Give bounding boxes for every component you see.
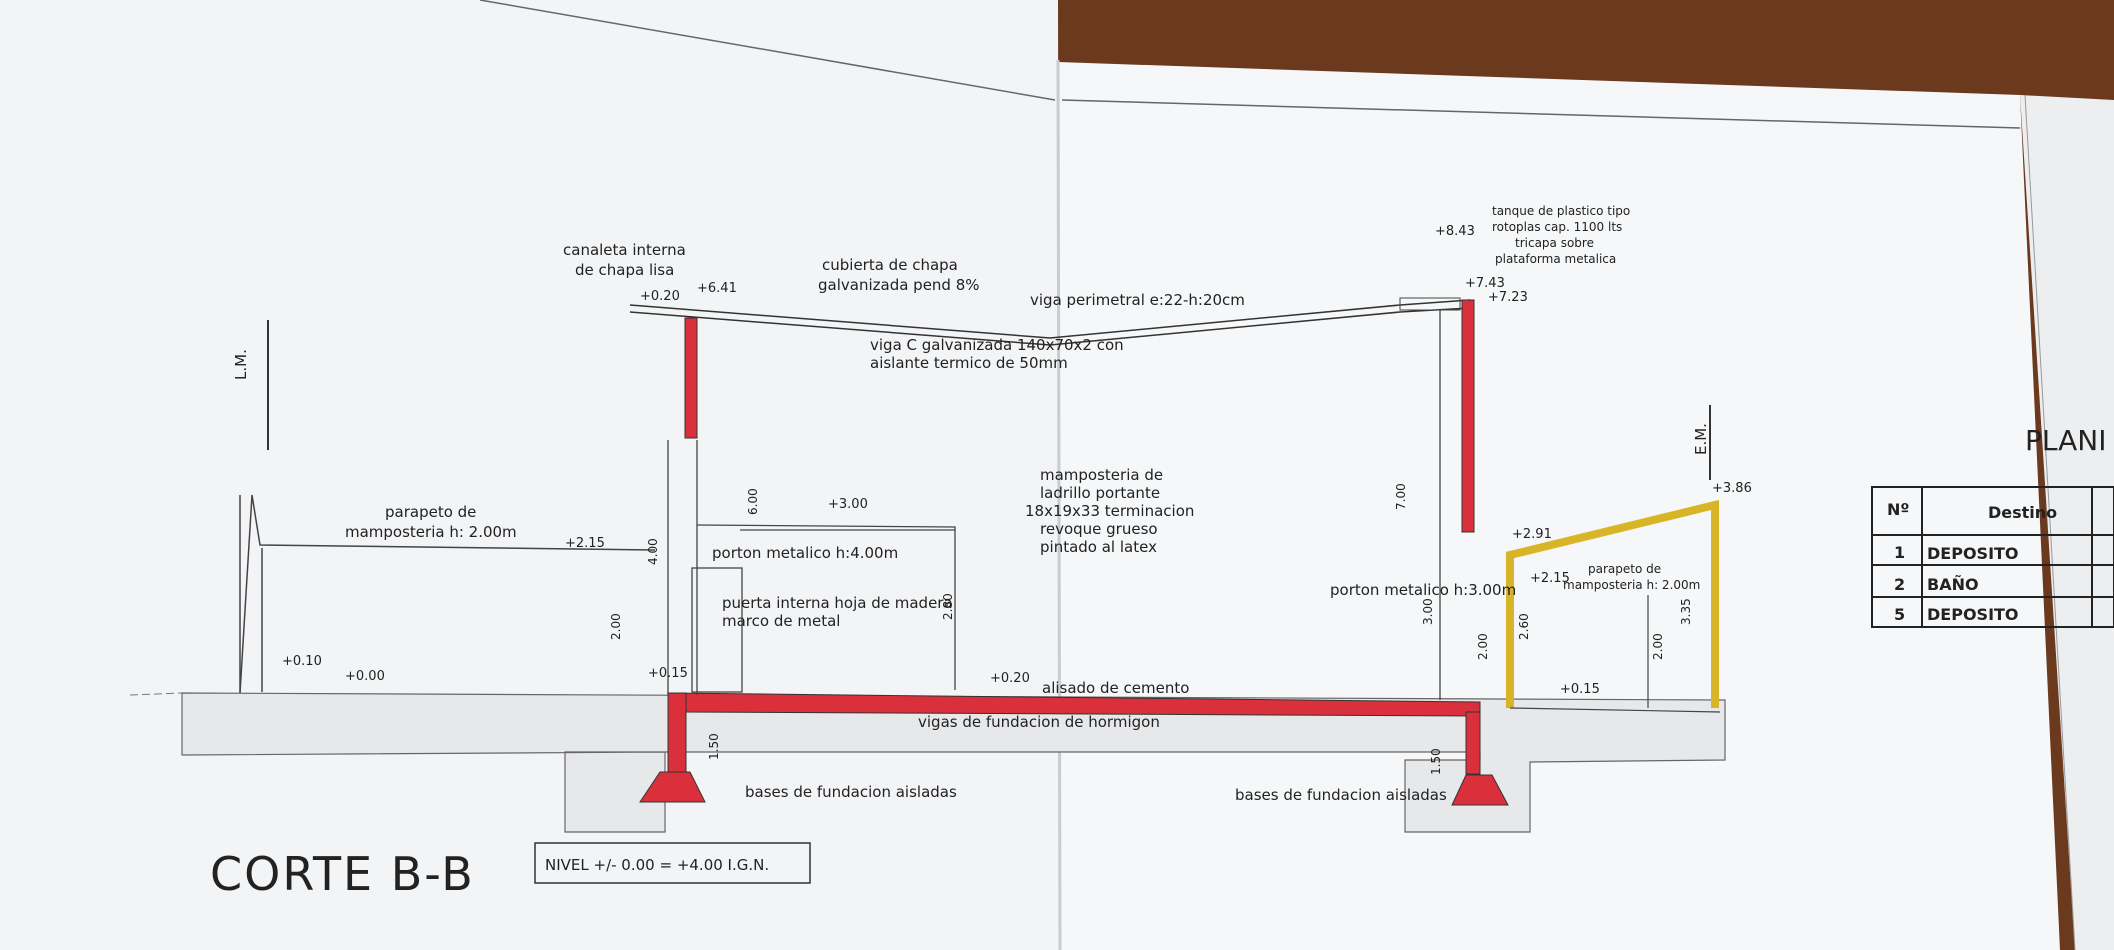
page-border-right bbox=[1061, 99, 2021, 129]
right-footing bbox=[1451, 774, 1509, 806]
rooms-table bbox=[1871, 486, 2114, 628]
level-743: +7.43 bbox=[1465, 276, 1505, 291]
dim-200a: 2.00 bbox=[609, 613, 623, 640]
annex-structure bbox=[1506, 499, 1719, 708]
annex-floor bbox=[1509, 707, 1721, 713]
table-row-1-dest: DEPOSITO bbox=[1927, 544, 2019, 563]
table-header-num: Nº bbox=[1887, 500, 1909, 519]
far-right-page bbox=[2020, 95, 2114, 950]
bases-right-label: bases de fundacion aisladas bbox=[1235, 786, 1447, 804]
level-015: +0.15 bbox=[648, 666, 688, 681]
level-020b: +0.20 bbox=[990, 671, 1030, 686]
mamposteria-label-5: pintado al latex bbox=[1040, 538, 1157, 556]
level-note-box bbox=[534, 842, 811, 884]
porton-left-label: porton metalico h:4.00m bbox=[712, 544, 898, 562]
right-page bbox=[1058, 62, 2060, 950]
dim-400: 4.00 bbox=[646, 538, 660, 565]
table-row-2-num: 2 bbox=[1894, 575, 1905, 594]
canaleta-label-1: canaleta interna bbox=[563, 241, 686, 259]
page-border-left bbox=[479, 0, 1056, 101]
left-wall bbox=[684, 317, 698, 439]
puerta-label-2: marco de metal bbox=[722, 612, 840, 630]
tanque-label-4: plataforma metalica bbox=[1495, 252, 1616, 266]
dim-150a: 1.50 bbox=[707, 733, 721, 760]
level-641: +6.41 bbox=[697, 281, 737, 296]
cubierta-label-2: galvanizada pend 8% bbox=[818, 276, 980, 294]
tanque-label-2: rotoplas cap. 1100 lts bbox=[1492, 220, 1622, 234]
level-note: NIVEL +/- 0.00 = +4.00 I.G.N. bbox=[545, 856, 769, 874]
dim-260: 2.60 bbox=[1517, 613, 1531, 640]
lm-label: L.M. bbox=[232, 349, 250, 380]
parapeto-left-label-1: parapeto de bbox=[385, 503, 476, 521]
water-tank bbox=[1399, 297, 1461, 311]
dim-600: 6.00 bbox=[746, 488, 760, 515]
level-723: +7.23 bbox=[1488, 290, 1528, 305]
right-wall bbox=[1461, 299, 1475, 533]
em-label: E.M. bbox=[1692, 423, 1710, 455]
level-015b: +0.15 bbox=[1560, 682, 1600, 697]
porton-right-label: porton metalico h:3.00m bbox=[1330, 581, 1516, 599]
canaleta-label-2: de chapa lisa bbox=[575, 261, 674, 279]
level-386: +3.86 bbox=[1712, 481, 1752, 496]
left-parapet bbox=[239, 494, 656, 694]
level-300: +3.00 bbox=[828, 497, 868, 512]
table-row-3-dest: DEPOSITO bbox=[1927, 605, 2019, 624]
level-215b: +2.15 bbox=[1530, 571, 1570, 586]
level-291: +2.91 bbox=[1512, 527, 1552, 542]
table-header-dest: Destino bbox=[1988, 503, 2057, 522]
dim-200c: 2.00 bbox=[1651, 633, 1665, 660]
viga-perimetral-label: viga perimetral e:22-h:20cm bbox=[1030, 291, 1245, 309]
mamposteria-label-1: mamposteria de bbox=[1040, 466, 1163, 484]
right-column bbox=[1465, 711, 1481, 775]
alisado-label: alisado de cemento bbox=[1042, 679, 1189, 697]
page-border-far bbox=[2024, 94, 2076, 950]
table-row-2-dest: BAÑO bbox=[1927, 575, 1979, 594]
dim-335: 3.35 bbox=[1679, 598, 1693, 625]
dim-200b: 2.00 bbox=[1476, 633, 1490, 660]
bases-left-label: bases de fundacion aisladas bbox=[745, 783, 957, 801]
left-column bbox=[667, 692, 687, 776]
page-fold bbox=[1056, 59, 1062, 950]
level-020: +0.20 bbox=[640, 289, 680, 304]
mamposteria-label-3: 18x19x33 terminacion bbox=[1025, 502, 1194, 520]
level-843: +8.43 bbox=[1435, 224, 1475, 239]
main-structure bbox=[639, 299, 1509, 806]
table-row-1-num: 1 bbox=[1894, 543, 1905, 562]
table-row-3-num: 5 bbox=[1894, 605, 1905, 624]
parapeto-right-label-2: mamposteria h: 2.00m bbox=[1563, 578, 1700, 592]
interior-elements bbox=[667, 310, 1441, 700]
left-footing bbox=[639, 771, 706, 803]
dim-300: 3.00 bbox=[1421, 598, 1435, 625]
drawing-title: CORTE B-B bbox=[210, 847, 475, 901]
dim-150b: 1.50 bbox=[1429, 748, 1443, 775]
viga-c-label-1: viga C galvanizada 140x70x2 con bbox=[870, 336, 1124, 354]
level-010: +0.10 bbox=[282, 654, 322, 669]
left-page bbox=[0, 0, 1060, 950]
dim-700: 7.00 bbox=[1394, 483, 1408, 510]
door bbox=[691, 567, 743, 693]
level-215: +2.15 bbox=[565, 536, 605, 551]
mamposteria-label-2: ladrillo portante bbox=[1040, 484, 1160, 502]
tanque-label-1: tanque de plastico tipo bbox=[1492, 204, 1630, 218]
cubierta-label-1: cubierta de chapa bbox=[822, 256, 958, 274]
parapeto-right-label-1: parapeto de bbox=[1588, 562, 1661, 576]
tanque-label-3: tricapa sobre bbox=[1515, 236, 1594, 250]
puerta-label-1: puerta interna hoja de madera bbox=[722, 594, 953, 612]
level-000: +0.00 bbox=[345, 669, 385, 684]
parapeto-left-label-2: mamposteria h: 2.00m bbox=[345, 523, 517, 541]
dim-280: 2.80 bbox=[941, 593, 955, 620]
viga-c-label-2: aislante termico de 50mm bbox=[870, 354, 1068, 372]
vigas-fundacion-label: vigas de fundacion de hormigon bbox=[918, 713, 1160, 731]
plani-title: PLANI bbox=[2025, 424, 2106, 457]
mamposteria-label-4: revoque grueso bbox=[1040, 520, 1158, 538]
